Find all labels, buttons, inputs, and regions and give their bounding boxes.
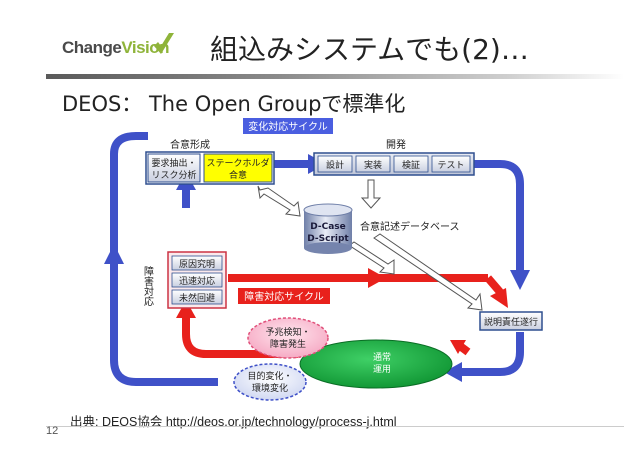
requirements-line2: リスク分析 [151,169,196,181]
database-label: 合意記述データベース [360,220,460,233]
svg-text:迅速対応: 迅速対応 [179,275,215,287]
failure-cycle-bottom-line [182,314,298,358]
change-cycle-label: 変化対応サイクル [248,120,328,133]
operation-line1: 通常 [373,351,391,363]
failure-cycle-arrowhead-accountability [490,288,508,308]
slide-subtitle: DEOS： The Open Groupで標準化 [62,92,406,116]
anomaly-line2: 障害発生 [270,338,306,350]
change-cycle-loop [104,132,530,386]
db-link-accountability [373,233,483,311]
svg-text:実装: 実装 [364,159,382,171]
logo-text-change: Change [62,38,122,57]
deos-process-diagram: 変化対応サイクル 合意形成 開発 要求抽出・ リスク分析 ステークホルダ 合意 … [104,118,543,401]
accountability-label: 説明責任遂行 [484,316,538,328]
slide-title: 組込みシステムでも(2)… [210,33,529,66]
dev-step-test [431,155,471,173]
dev-to-accountability-arrowhead [510,270,530,290]
dev-step-implement [355,155,391,173]
change-cycle-left-arc [110,154,218,386]
database-line1: D-Case [310,222,346,232]
db-link-consensus [257,185,301,217]
change-cycle-top-left [110,132,148,155]
failure-step-prevention [171,289,223,305]
change-line2: 環境変化 [252,382,288,394]
svg-text:未然回避: 未然回避 [179,292,215,304]
svg-text:設計: 設計 [326,159,344,171]
accountability-to-operation-path [460,332,524,376]
normal-operation-ellipse [299,339,453,389]
db-link-failure-cycle [345,241,395,275]
development-label: 開発 [386,138,406,151]
anomaly-ellipse [247,317,329,359]
change-cycle-arrowhead-up [104,244,124,264]
failure-steps-box: 原因究明 迅速対応 未然回避 [167,251,227,309]
failure-cycle-arrowhead-operation [450,340,466,354]
accountability-box [479,311,543,331]
requirements-line1: 要求抽出・ [151,157,196,169]
change-line1: 目的変化・ [247,370,292,382]
title-divider [46,74,624,79]
svg-text:テスト: テスト [437,160,464,171]
change-ellipse [233,363,307,401]
page-number: 12 [46,425,59,437]
failure-response-label: 障害対応 [142,265,154,306]
database-cylinder: D-Case D-Script [303,203,353,254]
svg-text:検証: 検証 [402,159,420,171]
dev-to-accountability-path [473,160,524,274]
database-links [257,179,483,311]
svg-text:原因究明: 原因究明 [179,258,215,270]
operation-line2: 運用 [373,364,391,375]
anomaly-line1: 予兆検知・ [265,326,310,338]
database-line2: D-Script [307,234,349,244]
db-link-development [360,179,382,209]
development-steps-bar: 設計 実装 検証 テスト [313,152,475,176]
requirements-box [147,153,201,183]
source-citation: 出典: DEOS協会 http://deos.or.jp/technology/… [70,415,397,429]
failure-cycle-to-accountability [484,275,504,295]
failure-cycle-label: 障害対応サイクル [244,290,324,303]
change-cycle-label-bg [243,118,333,134]
failure-cycle-arrowhead-right [368,268,386,288]
stakeholder-line2: 合意 [229,169,247,181]
accountability-to-operation-arrowhead [444,362,462,382]
failure-step-quick-response [171,272,223,288]
logo-check-icon [154,33,174,54]
consensus-box-group: 要求抽出・ リスク分析 ステークホルダ 合意 [145,151,275,185]
consensus-label: 合意形成 [170,138,210,151]
dev-step-design [317,155,353,173]
dev-step-verify [393,155,429,173]
footer-divider [46,426,624,427]
stakeholder-box [203,153,273,183]
failure-cycle-label-bg [238,288,330,304]
failure-step-root-cause [171,255,223,271]
stakeholder-line1: ステークホルダ [206,157,269,169]
failure-cycle-arrowhead-up [176,300,196,318]
